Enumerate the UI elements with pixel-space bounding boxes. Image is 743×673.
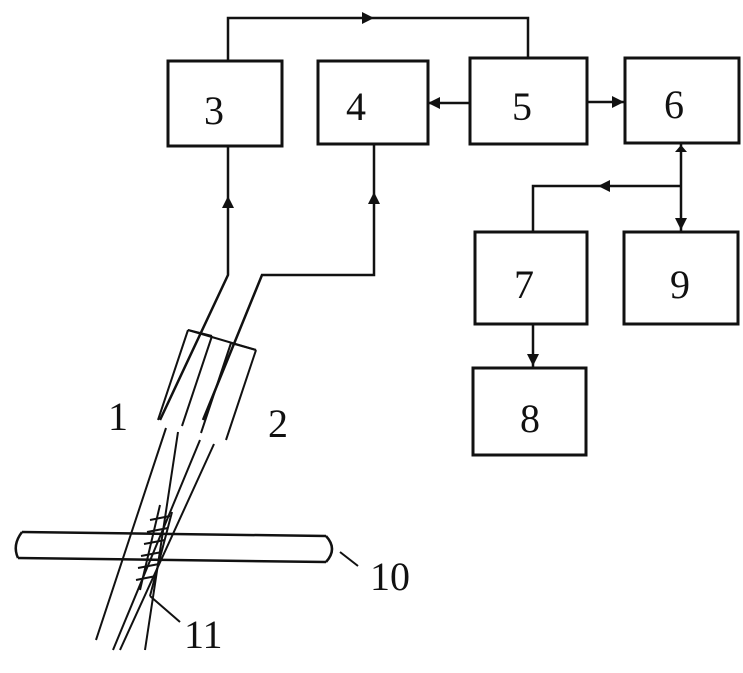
block-4-label: 4 bbox=[346, 84, 366, 129]
block-9 bbox=[622, 230, 740, 326]
block-6-label: 6 bbox=[664, 82, 684, 127]
connector-6-to-7 bbox=[531, 184, 681, 232]
fiber-2 bbox=[201, 144, 376, 421]
block-7-label: 7 bbox=[514, 262, 534, 307]
label-10: 10 bbox=[370, 554, 410, 599]
arrow-6-to-9 bbox=[675, 218, 687, 230]
leader-11 bbox=[149, 595, 181, 623]
fiber-1 bbox=[158, 146, 230, 421]
block-5 bbox=[468, 56, 589, 146]
arrow-6-up bbox=[675, 145, 687, 152]
arrow-fiber-1-up bbox=[222, 196, 234, 208]
arrow-fiber-2-up bbox=[368, 192, 380, 204]
block-8 bbox=[471, 366, 588, 457]
pipe bbox=[14, 530, 334, 564]
measurement-zone-hatch bbox=[135, 504, 173, 597]
probe-assembly bbox=[157, 329, 257, 441]
arrow-5-to-6 bbox=[612, 96, 624, 108]
block-9-label: 9 bbox=[670, 262, 690, 307]
block-4 bbox=[316, 59, 430, 146]
block-8-label: 8 bbox=[520, 396, 540, 441]
leader-10 bbox=[339, 551, 359, 567]
arrow-6-to-7 bbox=[598, 180, 610, 192]
arrow-5-to-4 bbox=[428, 97, 440, 109]
block-5-label: 5 bbox=[512, 84, 532, 129]
label-11: 11 bbox=[184, 612, 223, 657]
block-7 bbox=[473, 230, 589, 326]
block-6 bbox=[623, 56, 741, 145]
label-1: 1 bbox=[108, 394, 128, 439]
block-3-label: 3 bbox=[204, 88, 224, 133]
label-2: 2 bbox=[268, 401, 288, 446]
block-3 bbox=[166, 59, 284, 148]
arrow-3-to-5 bbox=[362, 12, 374, 24]
arrow-7-to-8 bbox=[527, 354, 539, 366]
connector-3-to-5 bbox=[226, 16, 530, 61]
